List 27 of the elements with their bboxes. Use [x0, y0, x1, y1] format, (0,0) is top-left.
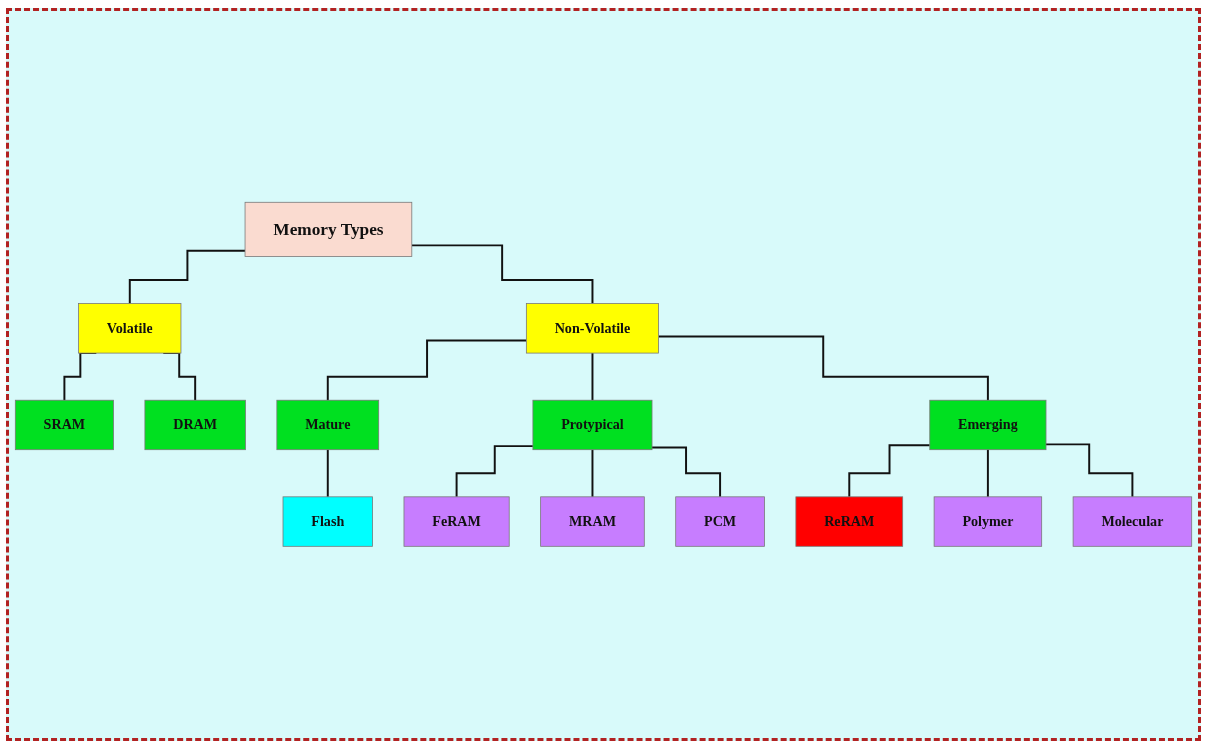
connector [591, 448, 594, 498]
connector [651, 446, 722, 498]
node-box: SRAM [14, 400, 114, 451]
connector [848, 444, 931, 498]
node-box: Polymer [933, 496, 1043, 547]
connector [1045, 443, 1134, 498]
connector [657, 335, 989, 402]
node-box: DRAM [144, 400, 246, 451]
node-box: Mature [276, 400, 380, 451]
node-box: FeRAM [403, 496, 510, 547]
node-box: ReRAM [795, 496, 904, 547]
connector [455, 445, 534, 498]
connector [326, 448, 329, 498]
node-box: PCM [675, 496, 765, 547]
node-box: Molecular [1072, 496, 1193, 547]
connector [326, 339, 528, 402]
node-box: MRAM [540, 496, 645, 547]
connector [128, 249, 246, 305]
node-box: Protypical [532, 400, 653, 451]
node-box: Memory Types [244, 202, 413, 258]
connector [410, 244, 594, 305]
node-box: Non-Volatile [525, 303, 659, 354]
node-box: Volatile [78, 303, 182, 354]
node-box: Flash [282, 496, 373, 547]
node-box: Emerging [929, 400, 1047, 451]
connector [986, 448, 989, 498]
connector [591, 352, 594, 402]
